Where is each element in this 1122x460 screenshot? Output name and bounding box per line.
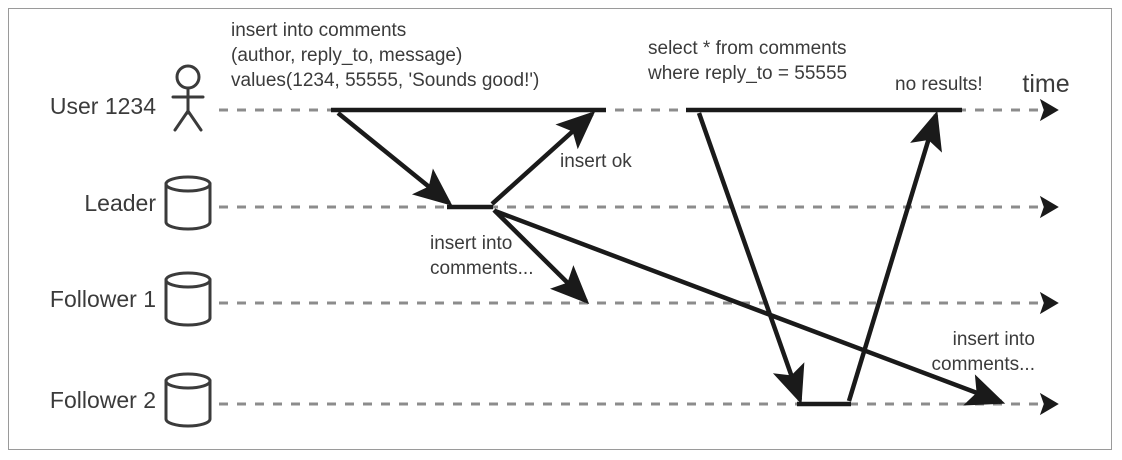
participant-label-follower1: Follower 1 — [50, 286, 156, 312]
database-cylinder-follower1 — [164, 271, 212, 327]
annotation-line: (author, reply_to, message) — [231, 45, 462, 66]
participant-label-follower2: Follower 2 — [50, 387, 156, 413]
database-cylinder-leader — [164, 175, 212, 231]
annotation-line: no results! — [895, 74, 983, 95]
message-replicate-to-follower2 — [494, 208, 1006, 406]
participant-label-user: User 1234 — [50, 93, 156, 119]
annotation-replicate-follower2: insert into comments... — [932, 329, 1035, 375]
annotation-line: insert into — [953, 329, 1035, 350]
annotation-line: comments... — [932, 354, 1035, 375]
annotation-insert-ok: insert ok — [560, 151, 632, 172]
annotation-line: values(1234, 55555, 'Sounds good!') — [231, 70, 539, 91]
annotations-group: insert into comments (author, reply_to, m… — [231, 20, 1035, 375]
activations-group — [331, 107, 962, 407]
annotation-line: insert into — [430, 233, 512, 254]
annotation-replicate-follower1: insert into comments... — [430, 233, 533, 279]
message-replicate-to-follower1 — [492, 208, 590, 305]
participant-label-leader: Leader — [84, 190, 156, 216]
annotation-line: select * from comments — [648, 38, 847, 59]
annotation-write-query: insert into comments (author, reply_to, m… — [231, 20, 539, 91]
annotation-line: insert into comments — [231, 20, 406, 41]
annotation-line: comments... — [430, 258, 533, 279]
actor-stick-figure-user — [171, 64, 205, 132]
annotation-line: where reply_to = 55555 — [647, 63, 847, 84]
message-no-results-return — [846, 110, 942, 402]
message-write-to-leader — [336, 111, 453, 206]
annotation-no-results: no results! — [895, 74, 983, 95]
participant-icons-group — [164, 64, 212, 428]
annotation-line: insert ok — [560, 151, 632, 172]
message-read-to-follower2 — [696, 112, 805, 405]
messages-group — [336, 110, 1006, 406]
annotation-read-query: select * from comments where reply_to = 5… — [647, 38, 847, 84]
message-insert-ok-return — [490, 110, 596, 206]
database-cylinder-follower2 — [164, 372, 212, 428]
time-axis-label: time — [1022, 70, 1069, 98]
